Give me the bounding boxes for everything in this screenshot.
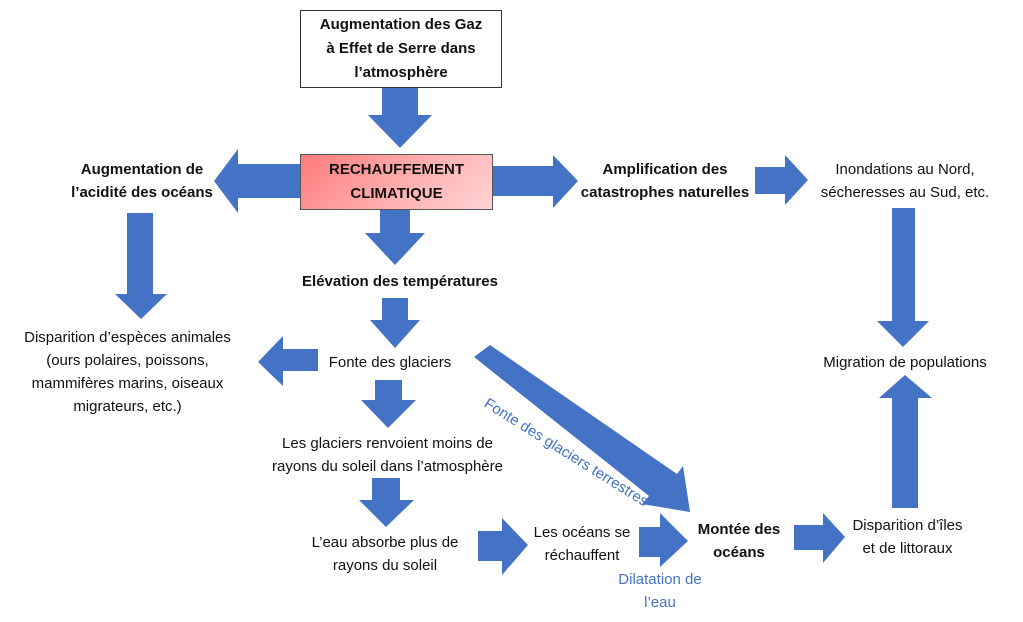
- edge-label-dilatation-line: Dilatation de: [618, 571, 702, 588]
- node-migration-populations: Migration de populations: [823, 354, 987, 371]
- arrow-absorbe-to-rechauffent: [478, 518, 528, 575]
- arrow-amplification-to-inondations: [755, 155, 808, 205]
- node-rechauffent-line: réchauffent: [544, 547, 620, 564]
- node-montee-line: océans: [713, 544, 765, 561]
- node-absorbe-line: L’eau absorbe plus de: [311, 534, 459, 551]
- arrow-rechauffement-to-amplification: [491, 155, 578, 208]
- node-disparition-especes-line: Disparition d’espèces animales: [24, 329, 231, 346]
- node-renvoient-line: rayons du soleil dans l’atmosphère: [272, 458, 503, 475]
- node-elevation-temperatures: Elévation des températures: [302, 273, 498, 290]
- arrow-inondations-to-migration: [877, 208, 929, 347]
- arrow-montee-to-disparition-iles: [794, 513, 845, 563]
- node-inondations-secheresses: Inondations au Nord, sécheresses au Sud,…: [810, 158, 1000, 204]
- node-ges-line: à Effet de Serre dans: [326, 40, 476, 57]
- node-acidite-line: Augmentation de: [80, 161, 204, 178]
- edge-label-dilatation-eau: Dilatation de l’eau: [605, 568, 715, 614]
- node-inondations-line: sécheresses au Sud, etc.: [820, 184, 990, 201]
- node-acidite-line: l’acidité des océans: [71, 184, 213, 201]
- node-eau-absorbe: L’eau absorbe plus de rayons du soleil: [300, 531, 470, 577]
- node-disparition-iles: Disparition d’îles et de littoraux: [840, 514, 975, 560]
- node-disparition-iles-line: et de littoraux: [862, 540, 953, 557]
- node-ges-line: Augmentation des Gaz: [319, 16, 483, 33]
- node-disparition-especes-line: migrateurs, etc.): [73, 398, 182, 415]
- node-amplification-line: catastrophes naturelles: [580, 184, 750, 201]
- node-disparition-especes: Disparition d’espèces animales (ours pol…: [10, 326, 245, 418]
- node-montee-line: Montée des: [697, 521, 781, 538]
- node-montee-oceans: Montée des océans: [686, 518, 792, 564]
- node-fonte-glaciers: Fonte des glaciers: [328, 354, 452, 371]
- arrow-elevation-to-fonte: [370, 298, 420, 348]
- arrow-fonte-to-montee: [474, 345, 690, 512]
- arrow-rechauffement-to-acidite: [214, 149, 300, 213]
- edge-label-dilatation-line: l’eau: [644, 594, 676, 611]
- node-rechauffent-line: Les océans se: [533, 524, 631, 541]
- node-amplification-catastrophes: Amplification des catastrophes naturelle…: [570, 158, 760, 204]
- node-absorbe-line: rayons du soleil: [332, 557, 438, 574]
- arrow-disparition-iles-to-migration: [879, 375, 932, 508]
- arrow-ges-to-rechauffement: [368, 88, 432, 148]
- node-ges-line: l’atmosphère: [354, 64, 448, 81]
- node-augmentation-ges: Augmentation des Gaz à Effet de Serre da…: [300, 10, 502, 88]
- node-disparition-iles-line: Disparition d’îles: [852, 517, 963, 534]
- arrow-rechauffent-to-montee: [639, 513, 688, 567]
- arrow-rechauffement-to-elevation: [365, 209, 425, 265]
- node-oceans-rechauffent: Les océans se réchauffent: [527, 521, 637, 567]
- node-disparition-especes-line: (ours polaires, poissons,: [46, 352, 209, 369]
- node-disparition-especes-line: mammifères marins, oiseaux: [31, 375, 224, 392]
- node-amplification-line: Amplification des: [602, 161, 728, 178]
- node-renvoient-line: Les glaciers renvoient moins de: [282, 435, 493, 452]
- arrow-fonte-to-disparition-especes: [258, 336, 318, 386]
- node-rechauffement-line: RECHAUFFEMENT: [329, 161, 464, 178]
- node-acidite-oceans: Augmentation de l’acidité des océans: [62, 158, 222, 204]
- node-rechauffement-line: CLIMATIQUE: [350, 185, 443, 202]
- node-rechauffement-climatique: RECHAUFFEMENT CLIMATIQUE: [300, 154, 493, 210]
- node-glaciers-renvoient: Les glaciers renvoient moins de rayons d…: [255, 432, 520, 478]
- arrow-fonte-to-renvoient: [361, 380, 416, 428]
- arrow-acidite-to-disparition-especes: [115, 213, 167, 319]
- arrow-renvoient-to-absorbe: [359, 478, 414, 527]
- node-inondations-line: Inondations au Nord,: [835, 161, 975, 178]
